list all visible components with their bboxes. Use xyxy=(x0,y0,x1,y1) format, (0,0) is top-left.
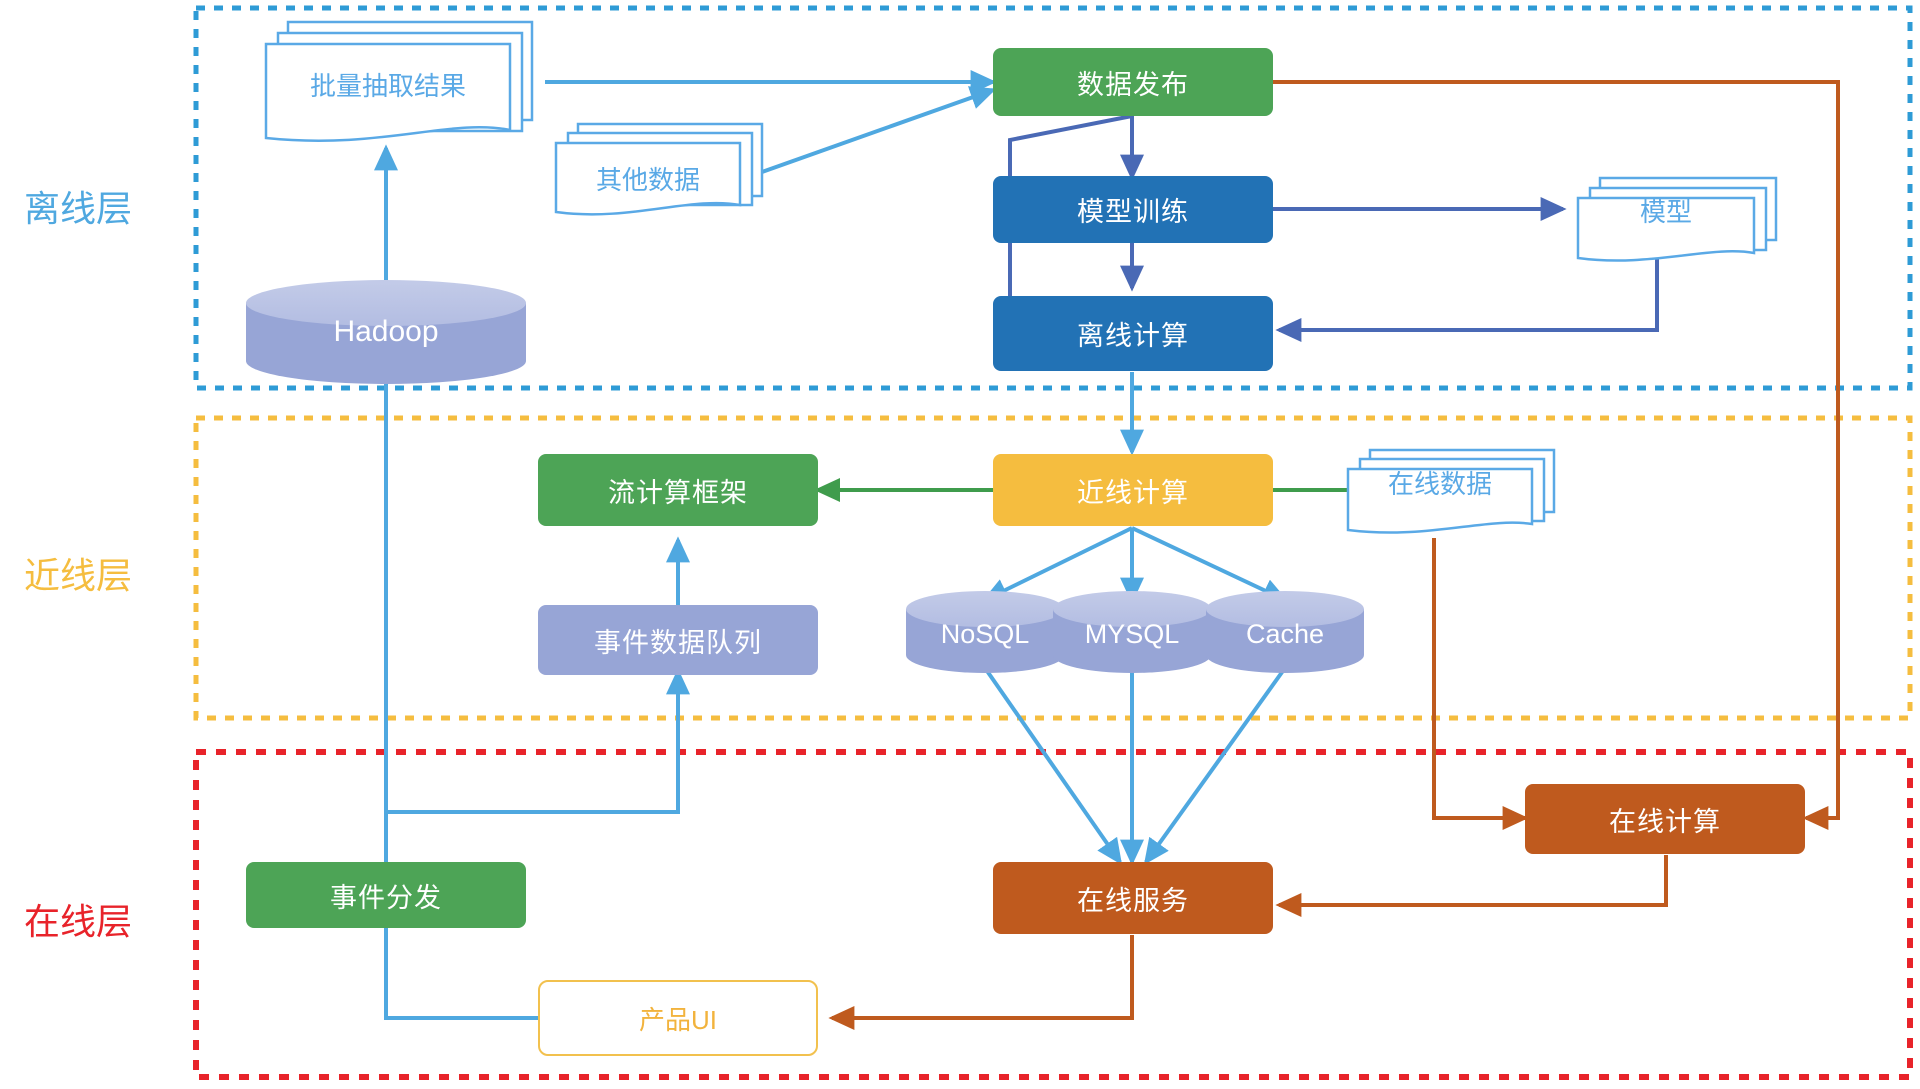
edge-model-to-offlinecompute xyxy=(1275,256,1659,342)
edge-publish-to-onlinecompute xyxy=(1273,80,1840,830)
node-event-queue[interactable]: 事件数据队列 xyxy=(538,605,818,675)
document-label-online-data: 在线数据 xyxy=(1387,468,1492,499)
lane-label-online: 在线层 xyxy=(24,901,133,942)
document-label-other-data: 其他数据 xyxy=(595,164,700,195)
cylinder-shape-nosql xyxy=(906,591,1064,673)
lane-boundary-offline xyxy=(193,5,1913,391)
node-nearline-compute[interactable]: 近线计算 xyxy=(993,454,1273,526)
node-event-dispatch[interactable]: 事件分发 xyxy=(246,862,526,928)
lane-label-offline: 离线层 xyxy=(24,188,133,229)
lane-boundary-nearline xyxy=(193,415,1913,721)
document-label-batch-extract-result: 批量抽取结果 xyxy=(309,70,466,101)
edge-ui-to-dispatch xyxy=(374,901,543,1020)
node-online-service[interactable]: 在线服务 xyxy=(993,862,1273,934)
node-product-ui[interactable]: 产品UI xyxy=(538,980,818,1056)
cylinder-label-hadoop: Hadoop xyxy=(333,315,439,348)
document-shape-other-data xyxy=(554,122,764,216)
lane-label-nearline: 近线层 xyxy=(24,555,133,596)
cylinder-shape-cache xyxy=(1206,591,1364,673)
edge-onlinedata-to-onlinecompute xyxy=(1432,538,1529,830)
edge-other-to-publish xyxy=(761,86,997,174)
node-model-training[interactable]: 模型训练 xyxy=(993,176,1273,243)
document-shape-model xyxy=(1576,176,1778,262)
node-data-publish[interactable]: 数据发布 xyxy=(993,48,1273,116)
document-shape-online-data xyxy=(1346,448,1556,534)
edge-service-to-ui xyxy=(828,935,1134,1030)
document-label-model: 模型 xyxy=(1639,196,1692,227)
edge-nearline-to-cache xyxy=(1131,526,1289,602)
node-offline-compute[interactable]: 离线计算 xyxy=(993,296,1273,371)
cylinder-label-mysql: MYSQL xyxy=(1084,618,1180,649)
node-stream-framework[interactable]: 流计算框架 xyxy=(538,454,818,526)
edge-onlinecompute-to-service xyxy=(1275,855,1668,917)
edge-nosql-to-service xyxy=(983,666,1123,865)
edge-cache-to-service xyxy=(1143,666,1287,865)
edge-nearline-to-nosql xyxy=(981,526,1133,602)
cylinder-shape-mysql xyxy=(1053,591,1211,673)
node-online-compute[interactable]: 在线计算 xyxy=(1525,784,1805,854)
cylinder-shape-hadoop xyxy=(246,280,526,384)
cylinder-label-nosql: NoSQL xyxy=(940,618,1030,649)
cylinder-label-cache: Cache xyxy=(1245,618,1325,649)
document-shape-batch-extract-result xyxy=(264,20,534,142)
edge-dispatch-spine-to-queue xyxy=(386,668,690,814)
